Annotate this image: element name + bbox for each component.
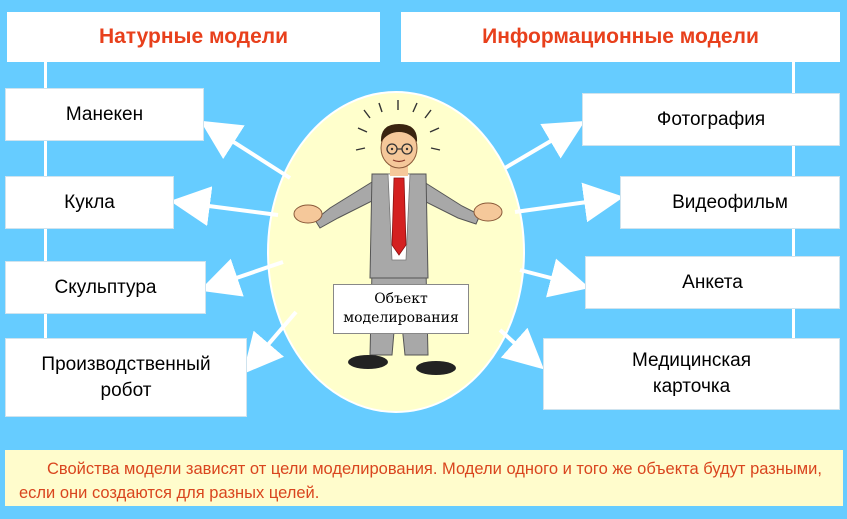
object-label: Объект моделирования xyxy=(333,284,469,334)
arrow-to-kukla xyxy=(170,186,279,226)
arrow-to-maneken xyxy=(200,120,292,180)
arrow-to-anketa xyxy=(519,258,590,298)
arrow-to-video xyxy=(514,182,624,223)
header-information-models: Информационные модели xyxy=(401,12,840,62)
model-maneken: Манекен xyxy=(5,88,204,141)
model-kukla: Кукла xyxy=(5,176,174,229)
model-skulptura: Скульптура xyxy=(5,261,206,314)
model-video: Видеофильм xyxy=(620,176,840,229)
header-natural-models: Натурные модели xyxy=(7,12,380,62)
model-robot: Производственный робот xyxy=(5,338,247,417)
arrow-to-karta xyxy=(498,327,544,370)
arrow-to-foto xyxy=(503,120,585,170)
model-karta: Медицинская карточка xyxy=(543,338,840,410)
model-foto: Фотография xyxy=(582,93,840,146)
model-anketa: Анкета xyxy=(585,256,840,309)
arrow-to-skulptura xyxy=(199,258,284,297)
arrow-to-robot xyxy=(242,310,298,375)
note-text: Свойства модели зависят от цели моделиро… xyxy=(5,450,843,506)
